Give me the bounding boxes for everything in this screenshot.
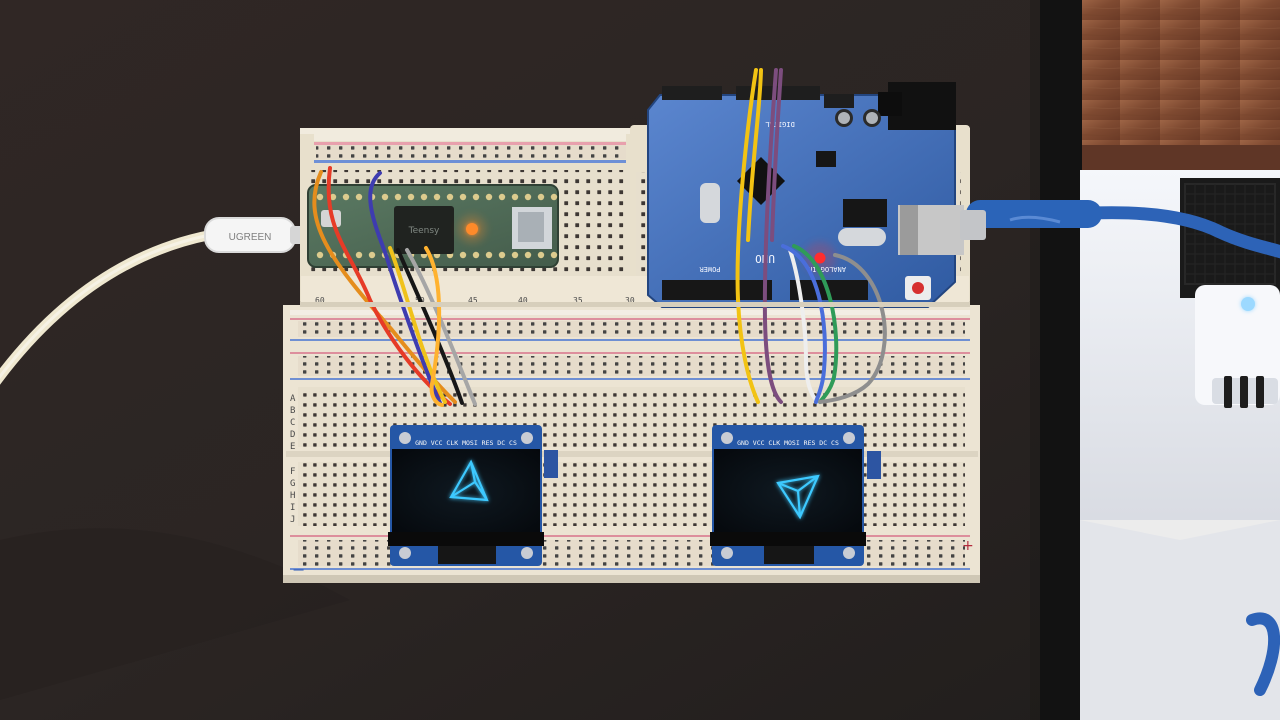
teensy-chip-label: Teensy bbox=[408, 226, 440, 236]
row-letter-j: J bbox=[290, 515, 295, 525]
row-letter-g: G bbox=[290, 479, 295, 489]
teensy-processor bbox=[394, 206, 454, 254]
oled-left-pin-labels: GND VCC CLK MOSI RES DC CS bbox=[415, 439, 517, 447]
right-background bbox=[1040, 0, 1280, 720]
row-letter-h: H bbox=[290, 491, 295, 501]
rail-plus-sign: + bbox=[962, 538, 974, 554]
row-letter-a: A bbox=[290, 394, 296, 404]
usb-b-cable bbox=[960, 200, 1280, 259]
oled-right-pin-labels: GND VCC CLK MOSI RES DC CS bbox=[737, 439, 839, 447]
row-letter-d: D bbox=[290, 430, 295, 440]
uno-power-label: POWER bbox=[699, 265, 721, 273]
uno-digital-label: DIGITAL bbox=[765, 120, 795, 128]
status-led bbox=[1241, 297, 1255, 311]
wood-shelf bbox=[1082, 0, 1280, 150]
oled-left-module: GND VCC CLK MOSI RES DC CS bbox=[388, 425, 558, 566]
uno-analog-label: ANALOG IN bbox=[808, 265, 846, 273]
rail-minus-sign: − bbox=[292, 560, 305, 579]
row-letter-c: C bbox=[290, 418, 295, 428]
cable-brand-label: UGREEN bbox=[229, 232, 272, 243]
row-number-5: 35 bbox=[573, 296, 583, 305]
row-number-1: 60 bbox=[315, 296, 325, 305]
row-letter-b: B bbox=[290, 406, 295, 416]
oled-left-pyramid-icon bbox=[449, 459, 489, 502]
jumper-wires bbox=[312, 68, 887, 407]
row-letter-e: E bbox=[290, 442, 295, 452]
row-number-3: 45 bbox=[468, 296, 478, 305]
lower-breadboard: A B C D E F G H I J + − bbox=[283, 305, 980, 580]
row-letter-i: I bbox=[290, 503, 295, 513]
oled-right-pyramid-icon bbox=[776, 474, 820, 520]
arduino-uno: UNO DIGITAL POWER ANALOG IN bbox=[647, 82, 964, 308]
row-number-4: 40 bbox=[518, 296, 528, 305]
oled-right-module: GND VCC CLK MOSI RES DC CS bbox=[710, 425, 881, 566]
row-letter-f: F bbox=[290, 467, 295, 477]
row-number-6: 30 bbox=[625, 296, 635, 305]
